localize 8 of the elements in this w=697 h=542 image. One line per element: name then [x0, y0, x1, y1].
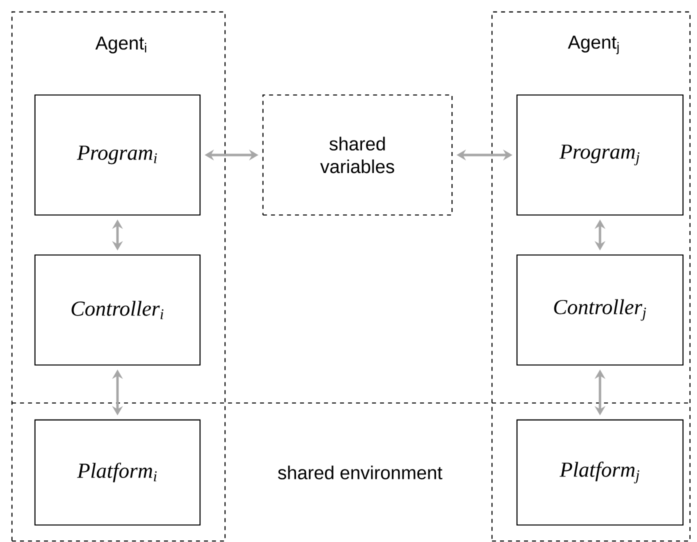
environment-label: shared environment	[278, 466, 442, 480]
component-box: Program$_{i}$	[34, 94, 201, 216]
component-box: Platform$_{i}$	[34, 419, 201, 526]
component-box: Controller$_{j}$	[516, 254, 684, 366]
component-box: Program$_{j}$	[516, 94, 684, 216]
variables-box: shared variables	[262, 94, 453, 216]
component-box: Controller$_{i}$	[34, 254, 201, 366]
component-box: Platform$_{j}$	[516, 419, 684, 526]
